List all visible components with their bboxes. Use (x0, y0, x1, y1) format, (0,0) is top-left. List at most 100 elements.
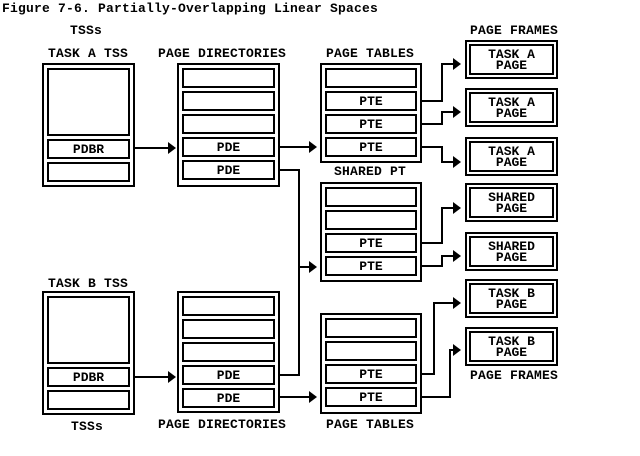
cell-pde: PDE (182, 137, 275, 157)
connector-h (443, 63, 453, 65)
connector-h (443, 207, 453, 209)
connector-h (135, 147, 168, 149)
page-frame: TASK B PAGE (465, 327, 558, 366)
connector-v (298, 169, 300, 376)
frame-text-line1: TASK A (488, 143, 535, 159)
connector-h (422, 146, 443, 148)
page-frame: TASK A PAGE (465, 40, 558, 79)
frame-text-line1: TASK A (488, 94, 535, 110)
frame-text-line1: TASK A (488, 46, 535, 62)
arrowhead-right (453, 106, 461, 118)
cell-empty (47, 296, 130, 364)
connector-h (422, 396, 451, 398)
frame-text-line2: PAGE (495, 200, 528, 216)
frame-text-line2: PAGE (495, 249, 528, 265)
page-directory-a-box: PDE PDE (177, 63, 280, 187)
shared-page-table-box: PTE PTE (320, 182, 422, 282)
arrowhead-right (453, 58, 461, 70)
page-frame-content: TASK A PAGE (469, 141, 554, 172)
cell-pte: PTE (325, 91, 417, 111)
label-page-tables-bottom: PAGE TABLES (325, 417, 415, 432)
label-tsss-top: TSSs (69, 23, 103, 38)
cell-pdbr: PDBR (47, 367, 130, 387)
label-page-frames-bottom: PAGE FRAMES (469, 368, 559, 383)
connector-v (441, 255, 443, 267)
page-frame: TASK A PAGE (465, 137, 558, 176)
cell-empty (182, 296, 275, 316)
cell-empty (325, 341, 417, 361)
cell-empty (182, 342, 275, 362)
page-frame: TASK B PAGE (465, 279, 558, 318)
arrowhead-right (453, 250, 461, 262)
cell-empty (182, 68, 275, 88)
arrowhead-right (168, 371, 176, 383)
cell-empty (182, 319, 275, 339)
cell-pte: PTE (325, 137, 417, 157)
connector-h (422, 100, 443, 102)
page-table-a-box: PTE PTE PTE (320, 63, 422, 163)
connector-h (280, 146, 309, 148)
cell-empty (325, 210, 417, 230)
frame-text-line2: PAGE (495, 296, 528, 312)
connector-h (443, 255, 453, 257)
cell-pde: PDE (182, 388, 275, 408)
page-frame-content: TASK A PAGE (469, 92, 554, 123)
cell-empty (47, 390, 130, 410)
page-directory-b-box: PDE PDE (177, 291, 280, 413)
connector-v (433, 302, 435, 375)
cell-empty (47, 162, 130, 182)
page-table-b-box: PTE PTE (320, 313, 422, 414)
connector-h (280, 396, 309, 398)
frame-text-line2: PAGE (495, 344, 528, 360)
connector-v (441, 207, 443, 244)
cell-empty (325, 318, 417, 338)
frame-text-line2: PAGE (495, 154, 528, 170)
label-task-b-tss: TASK B TSS (47, 276, 129, 291)
frame-text-line2: PAGE (495, 57, 528, 73)
page-frame: SHARED PAGE (465, 183, 558, 222)
cell-pdbr: PDBR (47, 139, 130, 159)
figure-title: Figure 7-6. Partially-Overlapping Linear… (2, 1, 379, 16)
arrowhead-right (309, 261, 317, 273)
connector-v (449, 349, 451, 398)
connector-h (280, 169, 300, 171)
connector-h (300, 266, 309, 268)
connector-h (443, 111, 453, 113)
connector-v (441, 63, 443, 102)
connector-h (135, 376, 168, 378)
page-frame: TASK A PAGE (465, 88, 558, 127)
connector-h (422, 242, 443, 244)
connector-h (422, 265, 443, 267)
connector-h (443, 161, 453, 163)
cell-pde: PDE (182, 160, 275, 180)
arrowhead-right (309, 391, 317, 403)
cell-pte: PTE (325, 256, 417, 276)
label-page-directories-bottom: PAGE DIRECTORIES (157, 417, 287, 432)
arrowhead-right (453, 156, 461, 168)
label-task-a-tss: TASK A TSS (47, 46, 129, 61)
cell-empty (325, 187, 417, 207)
cell-pte: PTE (325, 364, 417, 384)
connector-h (422, 373, 435, 375)
frame-text-line1: TASK B (488, 285, 535, 301)
page-frame-content: TASK B PAGE (469, 331, 554, 362)
label-tsss-bottom: TSSs (70, 419, 104, 434)
connector-h (435, 302, 453, 304)
arrowhead-right (168, 142, 176, 154)
arrowhead-right (453, 297, 461, 309)
cell-pte: PTE (325, 387, 417, 407)
page-frame-content: TASK B PAGE (469, 283, 554, 314)
page-frame-content: SHARED PAGE (469, 187, 554, 218)
page-frame: SHARED PAGE (465, 232, 558, 271)
cell-pde: PDE (182, 365, 275, 385)
cell-pte: PTE (325, 114, 417, 134)
cell-empty (325, 68, 417, 88)
connector-v (441, 111, 443, 125)
arrowhead-right (453, 344, 461, 356)
task-a-tss-box: PDBR (42, 63, 135, 187)
label-page-directories-top: PAGE DIRECTORIES (157, 46, 287, 61)
label-shared-pt: SHARED PT (333, 164, 407, 179)
arrowhead-right (453, 202, 461, 214)
cell-empty (182, 91, 275, 111)
